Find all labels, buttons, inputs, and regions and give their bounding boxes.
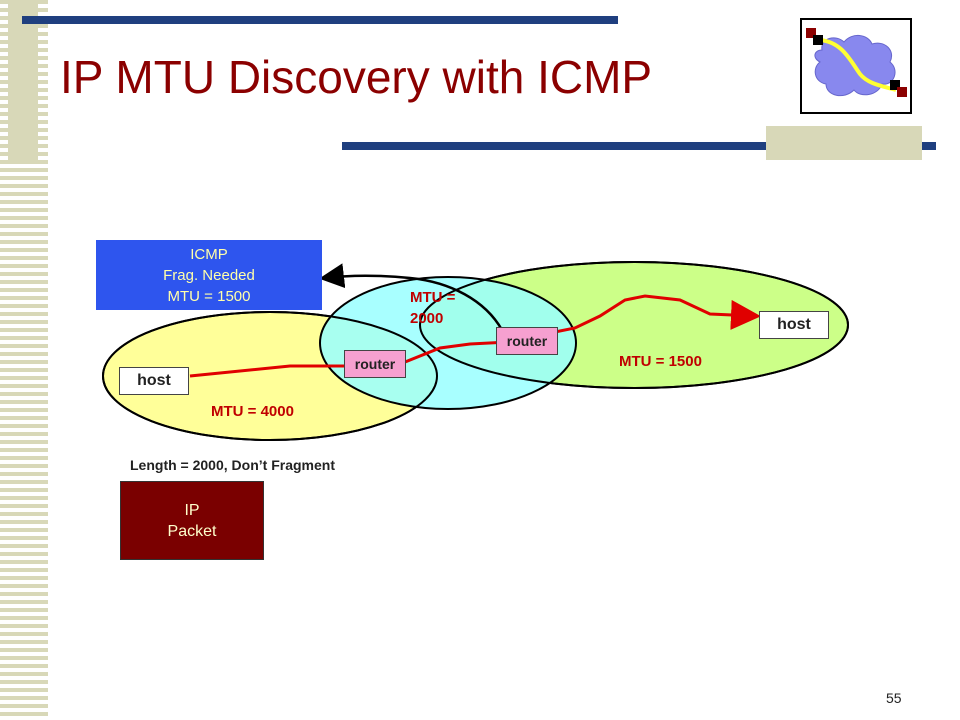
- network-right-outline: [419, 261, 849, 389]
- bottom-accent-bar: [342, 142, 936, 150]
- top-accent-bar: [22, 16, 618, 24]
- left-network-mtu-label: MTU = 4000: [211, 403, 294, 420]
- icmp-line-3: MTU = 1500: [167, 287, 251, 305]
- router-2-node: router: [496, 327, 558, 355]
- page-number: 55: [886, 690, 902, 706]
- right-host-node: host: [759, 311, 829, 339]
- icmp-message-box: ICMP Frag. Needed MTU = 1500: [96, 240, 322, 310]
- icmp-line-2: Frag. Needed: [163, 266, 255, 284]
- icmp-return-arrow: [319, 263, 504, 331]
- left-host-node: host: [119, 367, 189, 395]
- ip-packet-box: IP Packet: [120, 481, 264, 560]
- router-1-node: router: [344, 350, 406, 378]
- network-left-outline: [102, 311, 438, 441]
- right-network-mtu-label: MTU = 1500: [619, 353, 702, 370]
- network-cloud-logo: [800, 18, 912, 114]
- middle-network-mtu-label-line1: MTU =: [410, 289, 456, 306]
- ip-packet-line-1: IP: [184, 501, 200, 519]
- cloud-icon: [806, 28, 907, 97]
- decorative-olive-block: [766, 126, 922, 160]
- decorative-stripe-block: [8, 0, 38, 160]
- slide-title: IP MTU Discovery with ICMP: [60, 51, 653, 103]
- packet-caption: Length = 2000, Don’t Fragment: [130, 457, 335, 473]
- ip-packet-line-2: Packet: [167, 522, 217, 540]
- icmp-line-1: ICMP: [190, 245, 228, 263]
- middle-network-mtu-label-line2: 2000: [410, 310, 444, 327]
